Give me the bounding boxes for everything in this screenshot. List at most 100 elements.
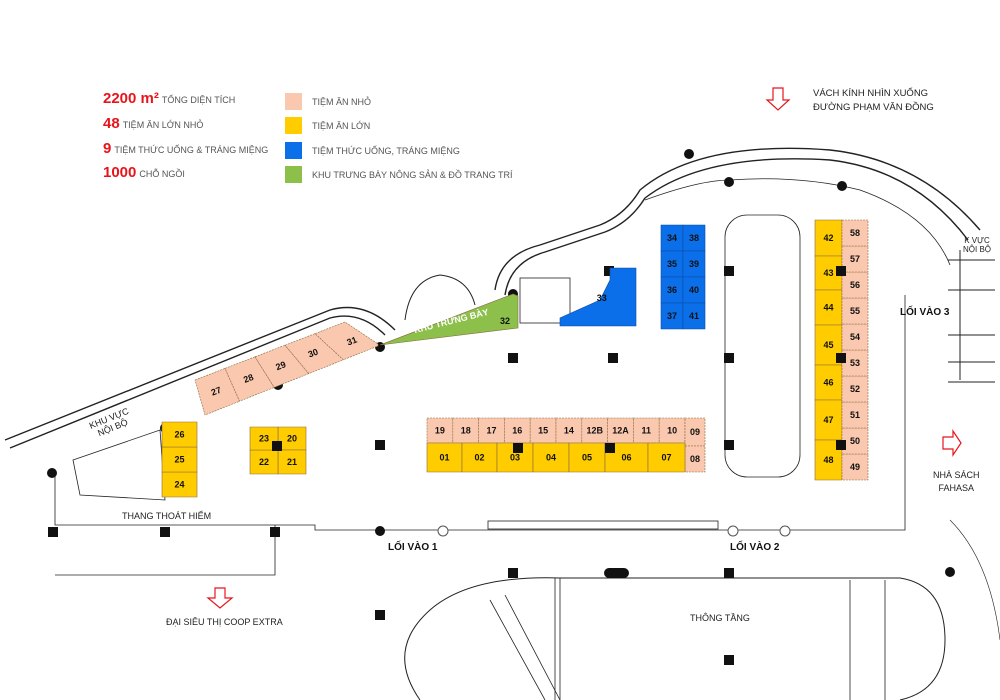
stall-12B[interactable]: 12B [581,417,608,444]
stall-number: 47 [823,415,833,425]
stall-55[interactable]: 55 [841,297,869,325]
stall-38[interactable]: 38 [682,224,706,252]
stall-32[interactable]: 32 [379,293,519,346]
stall-number: 02 [474,453,484,463]
stall-shape[interactable] [529,417,557,444]
stall-number: 23 [259,434,269,444]
stall-50[interactable]: 50 [841,427,869,455]
stall-20[interactable]: 20 [277,426,307,451]
stall-36[interactable]: 36 [660,276,684,304]
stall-shape[interactable] [658,417,686,444]
stall-shape[interactable] [841,453,869,481]
stall-shape[interactable] [478,417,505,444]
stall-shape[interactable] [841,297,869,325]
stall-22[interactable]: 22 [249,449,279,475]
stall-53[interactable]: 53 [841,349,869,377]
stall-47[interactable]: 47 [814,399,843,441]
stall-02[interactable]: 02 [461,442,498,473]
stall-33[interactable]: 33 [559,267,637,327]
stall-58[interactable]: 58 [841,219,869,247]
legend-label: KHU TRƯNG BÀY NÔNG SẢN & ĐỒ TRANG TRÍ [312,170,513,180]
stall-shape[interactable] [841,271,869,299]
stall-19[interactable]: 19 [426,417,454,444]
entrance-1-label: LỐI VÀO 1 [388,542,438,553]
stall-05[interactable]: 05 [568,442,606,473]
stall-31[interactable]: 31 [314,321,379,361]
stall-shape[interactable] [841,375,869,403]
stall-16[interactable]: 16 [504,417,531,444]
stall-35[interactable]: 35 [660,250,684,278]
stall-shape[interactable] [194,368,241,416]
stall-shape[interactable] [684,445,706,473]
stall-51[interactable]: 51 [841,401,869,429]
stall-24[interactable]: 24 [161,471,198,498]
stall-04[interactable]: 04 [532,442,570,473]
bookstore-line1: NHÀ SÁCH [933,470,980,480]
stall-56[interactable]: 56 [841,271,869,299]
stall-11[interactable]: 11 [633,417,660,444]
stall-shape[interactable] [841,427,869,455]
stall-12A[interactable]: 12A [607,417,634,444]
stall-shape[interactable] [555,417,583,444]
emergency-stairs-label: THANG THOÁT HIỂM [122,511,212,521]
stall-54[interactable]: 54 [841,323,869,351]
stall-34[interactable]: 34 [660,224,684,252]
stall-10[interactable]: 10 [658,417,686,444]
stall-52[interactable]: 52 [841,375,869,403]
stall-42[interactable]: 42 [814,219,843,257]
stall-57[interactable]: 57 [841,245,869,273]
stall-shape[interactable] [841,401,869,429]
stall-number: 22 [259,457,269,467]
stall-shape[interactable] [647,442,686,473]
stall-number: 11 [642,426,652,436]
stall-39[interactable]: 39 [682,250,706,278]
stall-15[interactable]: 15 [529,417,557,444]
stall-01[interactable]: 01 [426,442,463,473]
legend-swatch-large-food [285,117,302,134]
stall-shape[interactable] [504,417,531,444]
stall-shape[interactable] [314,321,379,361]
stall-09[interactable]: 09 [684,417,706,447]
internal-area-right-label: K VỰC NỘI BỘ [963,236,991,254]
legend-label: TIỆM ĂN NHỎ [312,97,372,107]
stall-number: 04 [546,453,556,463]
stall-shape[interactable] [841,219,869,247]
stall-shape[interactable] [379,293,519,346]
stall-number: 27 [210,385,223,398]
stall-21[interactable]: 21 [277,449,307,475]
stall-41[interactable]: 41 [682,302,706,330]
stall-shape[interactable] [426,417,454,444]
stall-number: 21 [287,457,297,467]
stall-40[interactable]: 40 [682,276,706,304]
stall-37[interactable]: 37 [660,302,684,330]
stall-shape[interactable] [841,245,869,273]
stall-shape[interactable] [581,417,608,444]
entrance-2-label: LỐI VÀO 2 [730,542,780,553]
stall-shape[interactable] [559,267,637,327]
stall-shape[interactable] [841,349,869,377]
stall-shape[interactable] [682,302,706,330]
stall-shape[interactable] [633,417,660,444]
stall-number: 44 [823,303,833,313]
stall-shape[interactable] [452,417,479,444]
stall-number: 29 [274,359,287,372]
stall-08[interactable]: 08 [684,445,706,473]
stall-25[interactable]: 25 [161,446,198,473]
stall-07[interactable]: 07 [647,442,686,473]
stall-46[interactable]: 46 [814,364,843,401]
stall-26[interactable]: 26 [161,421,198,448]
stall-27[interactable]: 27 [194,368,241,416]
stall-44[interactable]: 44 [814,289,843,326]
stall-shape[interactable] [841,323,869,351]
stall-14[interactable]: 14 [555,417,583,444]
stall-17[interactable]: 17 [478,417,505,444]
stall-49[interactable]: 49 [841,453,869,481]
stall-shape[interactable] [161,421,198,448]
stall-number: 53 [850,358,860,368]
stat-label: TIỆM ĂN LỚN NHỎ [122,120,204,130]
stall-18[interactable]: 18 [452,417,479,444]
entrance-3-label: LỐI VÀO 3 [900,307,950,318]
stall-number: 17 [486,426,496,436]
stall-shape[interactable] [607,417,634,444]
